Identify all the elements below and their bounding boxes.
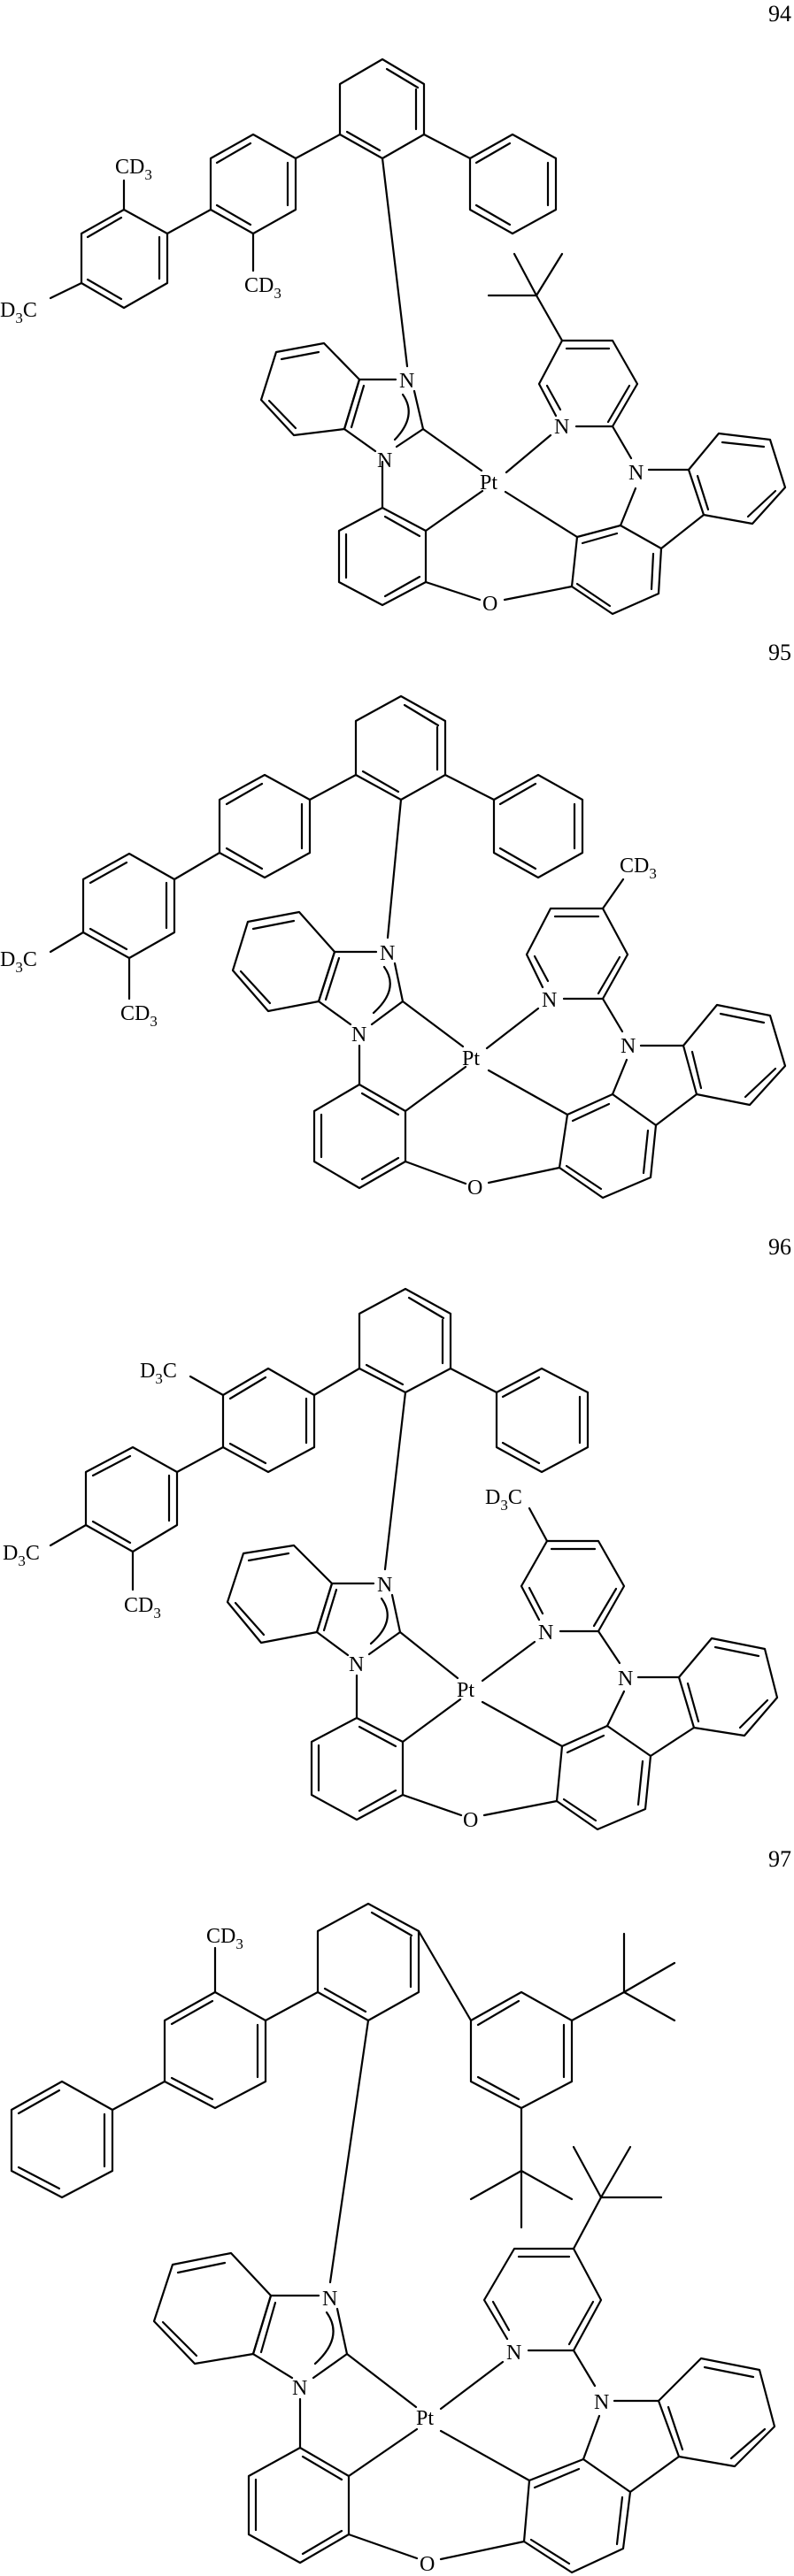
- carbazole-benzo-ring: [687, 432, 787, 525]
- phenoxy-ring: [310, 1716, 405, 1821]
- platinum-label: Pt: [480, 472, 497, 494]
- benzo-ring: [226, 1544, 334, 1644]
- cd3-label: CD3: [620, 855, 657, 882]
- d3c-label: D3C: [3, 1542, 40, 1569]
- oxygen-label: O: [482, 593, 497, 616]
- dimethyl-phenyl-ring: [80, 208, 169, 310]
- methyl-phenylene-ring: [163, 1990, 267, 2110]
- carbazole-ring: [522, 2457, 632, 2574]
- nitrogen-label: N: [554, 416, 569, 439]
- nitrogen-label: N: [621, 1035, 636, 1058]
- oxygen-label: O: [467, 1177, 482, 1200]
- compound-97: 97 CD3 N N Pt O: [10, 1846, 791, 2576]
- central-benzene-ring: [316, 1902, 420, 2022]
- dimethyl-phenyl-ring: [81, 852, 176, 960]
- carbazole-benzo-ring: [682, 1003, 787, 1107]
- platinum-label: Pt: [462, 1047, 480, 1070]
- nitrogen-label: N: [399, 370, 414, 393]
- compound-96: 96 D3C D3C CD3 N N Pt O N: [3, 1234, 791, 1832]
- cd3-label: CD3: [244, 274, 281, 302]
- nitrogen-label: N: [618, 1668, 633, 1690]
- platinum-label: Pt: [457, 1679, 474, 1702]
- benzo-ring: [259, 341, 361, 437]
- carbazole-ring: [570, 524, 663, 616]
- central-benzene-ring: [354, 694, 447, 801]
- oxygen-label: O: [420, 2553, 435, 2576]
- dimethyl-phenyl-ring: [84, 1445, 179, 1553]
- cd3-label: CD3: [115, 156, 152, 183]
- middle-aryl-ring: [209, 133, 297, 235]
- di-tert-butyl-phenyl-ring: [469, 1990, 574, 2110]
- oxygen-label: O: [463, 1809, 478, 1832]
- compound-number-96: 96: [768, 1234, 791, 1260]
- terminal-phenyl-ring: [10, 2080, 114, 2199]
- cd3-label: CD3: [124, 1594, 161, 1622]
- carbazole-benzo-ring: [657, 2357, 776, 2468]
- compound-number-94: 94: [768, 1, 791, 27]
- cd3-label: CD3: [120, 1002, 158, 1030]
- platinum-label: Pt: [416, 2407, 434, 2430]
- nitrogen-label: N: [292, 2377, 307, 2400]
- cd3-label: CD3: [206, 1925, 243, 1952]
- d3c-label: D3C: [0, 299, 37, 326]
- phenoxy-ring: [247, 2446, 351, 2564]
- compound-95: 95 D3C CD3 N N Pt O N: [0, 640, 791, 1200]
- nitrogen-label: N: [538, 1622, 553, 1644]
- nitrogen-label: N: [542, 989, 557, 1012]
- compound-94: 94 CD3 CD3 D3C N N Pt: [0, 1, 791, 616]
- nitrogen-label: N: [506, 2342, 521, 2365]
- compound-number-97: 97: [768, 1846, 791, 1872]
- nitrogen-label: N: [349, 1653, 364, 1676]
- d3c-label: D3C: [0, 948, 37, 976]
- benzo-ring: [231, 910, 336, 1013]
- central-benzene-ring: [358, 1287, 452, 1394]
- nitrogen-label: N: [380, 942, 395, 965]
- phenyl-ring: [492, 773, 584, 879]
- phenyl-ring: [468, 133, 558, 235]
- d3c-label: D3C: [140, 1360, 177, 1387]
- compound-number-95: 95: [768, 640, 791, 665]
- phenyl-ring: [495, 1367, 590, 1474]
- central-benzene-ring: [338, 58, 426, 160]
- nitrogen-label: N: [377, 449, 392, 472]
- para-phenylene-ring: [218, 773, 312, 879]
- d3c-label: D3C: [485, 1486, 522, 1514]
- phenoxy-ring: [337, 506, 428, 607]
- carbazole-ring: [555, 1724, 652, 1831]
- nitrogen-label: N: [628, 462, 644, 485]
- carbazole-benzo-ring: [677, 1637, 779, 1737]
- phenoxy-ring: [312, 1083, 407, 1190]
- nitrogen-label: N: [351, 1024, 366, 1046]
- nitrogen-label: N: [377, 1574, 392, 1597]
- nitrogen-label: N: [322, 2288, 337, 2311]
- benzo-ring: [152, 2251, 273, 2365]
- nitrogen-label: N: [594, 2391, 609, 2414]
- carbazole-ring: [558, 1092, 658, 1200]
- methyl-phenylene-ring: [221, 1367, 316, 1474]
